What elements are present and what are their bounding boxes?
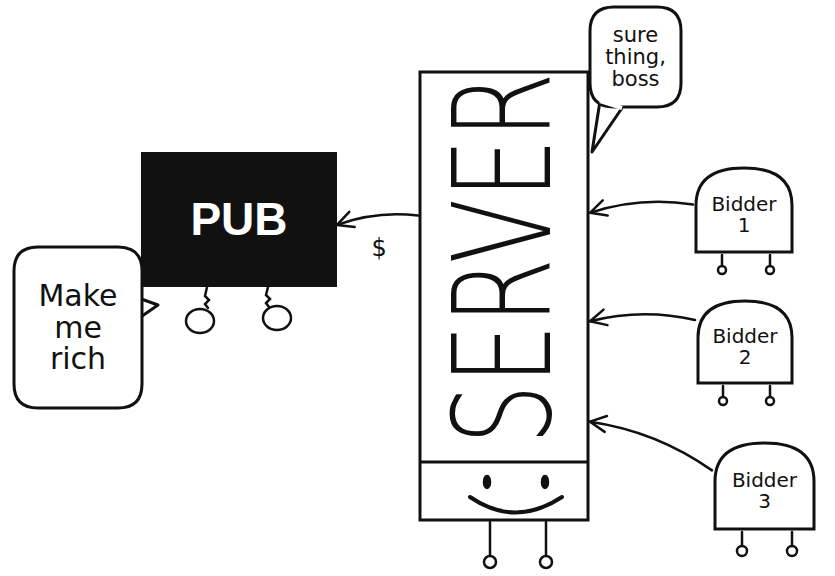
pub-foot [186,309,214,333]
node-label: PUB [190,195,287,243]
server-foot [540,556,552,568]
server-eye [542,476,548,488]
node-label: sure thing, boss [593,24,678,90]
server-box: SERVER [418,70,590,522]
bidder-foot [719,397,727,405]
node-content: Bidder 2 [695,298,795,386]
node-content: Bidder 1 [693,165,795,255]
publisher-box: PUB [141,152,337,287]
node-content: PUB [141,152,337,287]
node-label: Bidder 1 [708,194,780,236]
server-foot [484,556,496,568]
bidder-foot [766,397,774,405]
bidder-box: Bidder 2 [695,298,795,386]
speech-bubble: sure thing, boss [588,5,683,109]
arrow-connector [590,314,695,321]
server-face [470,476,562,568]
pub-foot [263,306,291,330]
bidder-box: Bidder 3 [712,440,817,532]
server-leg [489,522,492,556]
bidder-leg [741,532,744,546]
bidder-leg [769,386,772,397]
pub-leg [266,287,270,307]
edge-label: $ [372,234,387,262]
node-label: Make me rich [28,280,128,375]
bidder-foot [737,546,747,556]
bidder-leg [721,255,724,266]
node-content: sure thing, boss [588,5,683,109]
node-content: Bidder 3 [712,440,817,532]
arrow-connector [590,202,693,213]
bidder-leg [791,532,794,546]
pub-legs [186,287,291,333]
node-label: Bidder 2 [709,326,781,368]
node-label: Bidder 3 [729,470,801,512]
speech-bubble: Make me rich [12,245,144,410]
node-content: Make me rich [12,245,144,410]
server-smile [470,497,562,513]
arrow-connector [590,422,712,471]
server-label: SERVER [433,72,575,444]
pub-leg [205,287,209,308]
server-leg [545,522,548,556]
server-eye [484,476,490,488]
bidder-foot [766,266,774,274]
arrow-connector [337,214,418,225]
node-content: SERVER [418,70,590,522]
bidder-leg [722,386,725,397]
bidder-foot [787,546,797,556]
bidder-leg [769,255,772,266]
bidder-box: Bidder 1 [693,165,795,255]
bidder-foot [718,266,726,274]
